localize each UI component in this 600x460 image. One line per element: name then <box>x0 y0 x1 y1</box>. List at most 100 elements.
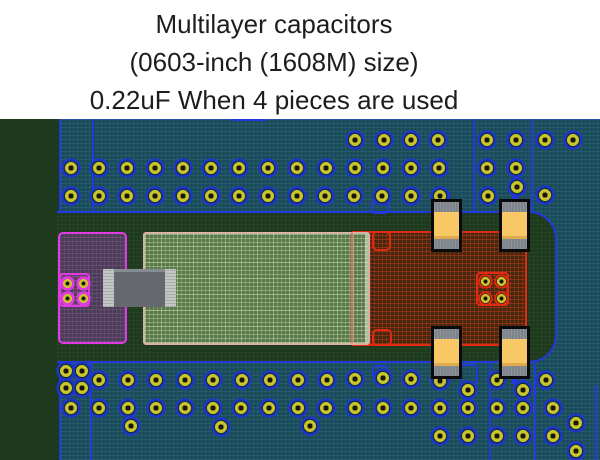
copper-trace <box>473 119 475 211</box>
via <box>146 398 166 418</box>
capacitor-terminal <box>434 366 459 376</box>
via-red <box>477 273 493 289</box>
via <box>477 158 497 178</box>
via <box>72 378 92 398</box>
caption-line-3: 0.22uF When 4 pieces are used <box>89 85 459 115</box>
via <box>345 158 365 178</box>
via <box>344 186 364 206</box>
via <box>89 370 109 390</box>
via <box>260 370 280 390</box>
via <box>173 158 193 178</box>
via <box>401 130 421 150</box>
via <box>566 441 586 460</box>
via <box>117 158 137 178</box>
via <box>201 158 221 178</box>
capacitor-terminal <box>502 366 527 376</box>
via <box>61 186 81 206</box>
via <box>373 158 393 178</box>
via <box>401 158 421 178</box>
via <box>477 130 497 150</box>
large-capacitor-component <box>103 269 176 307</box>
via <box>513 398 533 418</box>
via <box>118 398 138 418</box>
via <box>232 370 252 390</box>
via <box>145 158 165 178</box>
via <box>229 186 249 206</box>
via <box>89 186 109 206</box>
capacitor-terminal <box>502 202 527 212</box>
via-red <box>477 290 493 306</box>
via <box>428 130 448 150</box>
via <box>259 398 279 418</box>
via <box>345 130 365 150</box>
via-pad-cluster-red <box>476 272 509 306</box>
via <box>543 398 563 418</box>
via <box>288 398 308 418</box>
via <box>61 158 81 178</box>
component-terminal <box>103 269 114 307</box>
via <box>374 130 394 150</box>
capacitor-terminal <box>434 202 459 212</box>
via <box>507 177 527 197</box>
via <box>121 416 141 436</box>
via <box>513 426 533 446</box>
caption-line-1: Multilayer capacitors <box>155 9 393 39</box>
via <box>231 398 251 418</box>
via <box>458 426 478 446</box>
via <box>429 158 449 178</box>
via <box>345 369 365 389</box>
plane-region-green <box>143 232 370 345</box>
copper-trace <box>231 119 266 121</box>
via <box>287 158 307 178</box>
via-magenta <box>75 290 91 306</box>
via <box>401 369 421 389</box>
smd-capacitor <box>431 199 462 252</box>
via <box>89 158 109 178</box>
footprint-pad-outline <box>372 329 392 346</box>
via <box>535 130 555 150</box>
footprint-pad-outline <box>372 231 391 251</box>
via-red <box>493 273 509 289</box>
via <box>89 398 109 418</box>
via <box>316 158 336 178</box>
via <box>478 186 498 206</box>
via <box>345 398 365 418</box>
via <box>173 186 193 206</box>
via <box>566 413 586 433</box>
via <box>203 370 223 390</box>
via <box>487 426 507 446</box>
via <box>401 398 421 418</box>
via <box>61 398 81 418</box>
via <box>401 186 421 206</box>
capacitor-body <box>502 212 527 239</box>
via <box>258 158 278 178</box>
smd-capacitor <box>499 199 530 252</box>
capacitor-body <box>434 212 459 239</box>
capacitor-body <box>434 339 459 366</box>
via <box>145 186 165 206</box>
via <box>563 130 583 150</box>
via <box>201 186 221 206</box>
via <box>72 361 92 381</box>
via <box>146 370 166 390</box>
plane-right-edge-line <box>365 234 368 343</box>
via <box>229 158 249 178</box>
via <box>535 185 555 205</box>
via <box>56 378 76 398</box>
via <box>317 370 337 390</box>
region-edge-line <box>351 233 353 343</box>
via <box>536 370 556 390</box>
via <box>373 398 393 418</box>
via-red <box>493 290 509 306</box>
via <box>300 416 320 436</box>
capacitor-terminal <box>502 239 527 249</box>
via <box>118 370 138 390</box>
capacitor-body <box>502 339 527 366</box>
via <box>175 370 195 390</box>
capacitor-terminal <box>434 239 459 249</box>
via <box>117 186 137 206</box>
via <box>287 186 307 206</box>
capacitor-terminal <box>502 329 527 339</box>
